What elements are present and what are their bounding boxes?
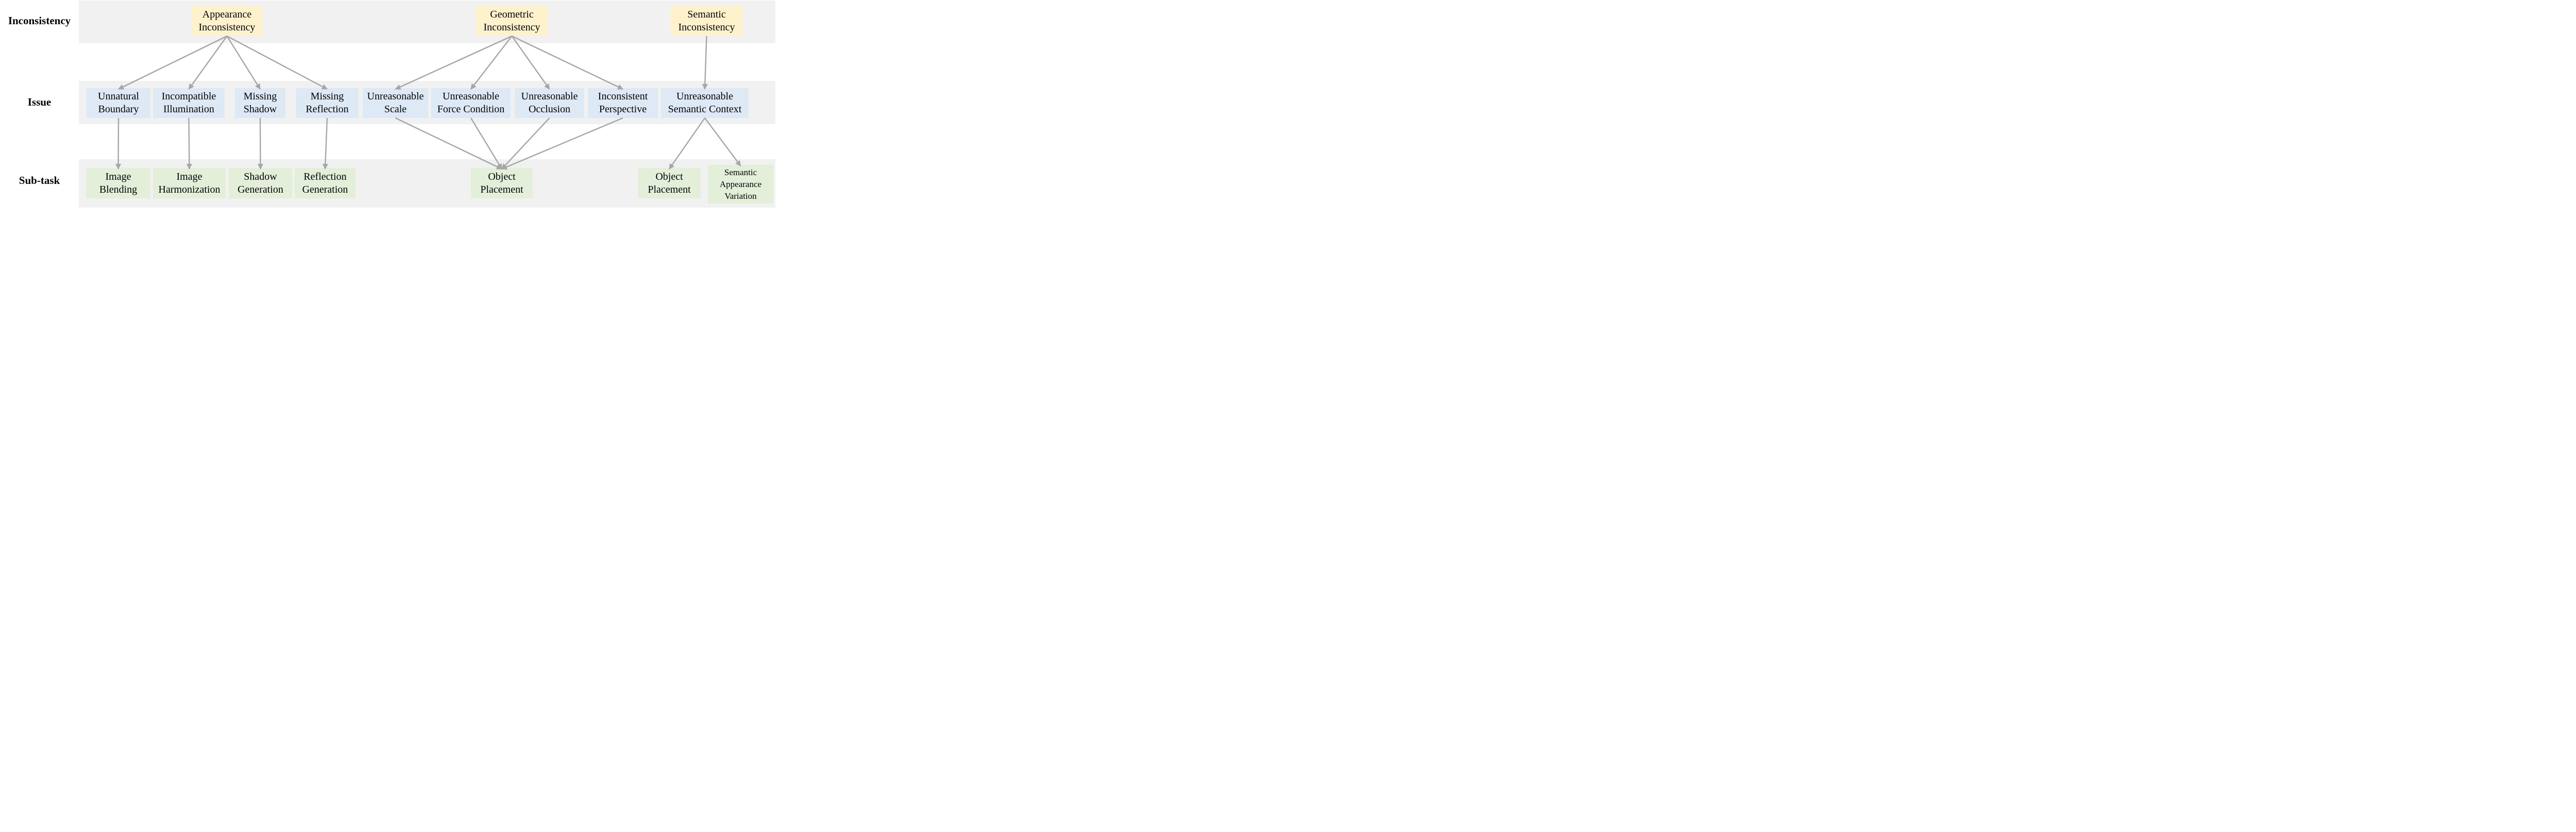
node-incompatible-illumination: Incompatible Illumination — [153, 88, 225, 118]
node-semantic-inconsistency: Semantic Inconsistency — [671, 6, 742, 36]
node-line: Incompatible — [161, 91, 216, 102]
node-unreasonable-semantic-context: Unreasonable Semantic Context — [661, 88, 749, 118]
node-line: Placement — [480, 183, 523, 195]
node-line: Boundary — [98, 104, 139, 115]
node-unreasonable-scale: Unreasonable Scale — [363, 88, 428, 118]
node-line: Appearance — [719, 179, 762, 189]
node-line: Force Condition — [437, 104, 505, 115]
node-line: Inconsistent — [598, 91, 648, 102]
node-line: Unreasonable — [676, 91, 733, 102]
node-line: Blending — [99, 183, 138, 195]
node-line: Unreasonable — [521, 91, 578, 102]
node-semantic-appearance-variation: Semantic Appearance Variation — [708, 165, 773, 203]
row-label-issue: Issue — [27, 96, 52, 108]
node-line: Generation — [302, 183, 348, 195]
node-line: Reflection — [306, 104, 349, 115]
node-line: Placement — [648, 183, 691, 195]
node-geometric-inconsistency: Geometric Inconsistency — [476, 6, 548, 36]
row-label-subtask: Sub-task — [19, 174, 60, 186]
node-line: Inconsistency — [678, 22, 735, 33]
node-line: Harmonization — [158, 183, 221, 195]
node-image-blending: Image Blending — [86, 168, 150, 198]
node-missing-shadow: Missing Shadow — [235, 88, 285, 118]
node-line: Semantic — [724, 167, 757, 177]
row-label-inconsistency: Inconsistency — [8, 14, 71, 27]
node-line: Semantic — [687, 9, 726, 20]
node-line: Occlusion — [528, 104, 571, 115]
node-line: Inconsistency — [198, 22, 256, 33]
node-unreasonable-force-condition: Unreasonable Force Condition — [431, 88, 511, 118]
node-line: Appearance — [202, 9, 252, 20]
node-unnatural-boundary: Unnatural Boundary — [87, 88, 150, 118]
node-line: Object — [655, 171, 683, 182]
node-line: Variation — [724, 191, 757, 201]
node-line: Scale — [384, 104, 407, 115]
node-line: Reflection — [303, 171, 347, 182]
node-line: Inconsistency — [483, 22, 540, 33]
node-line: Perspective — [599, 104, 647, 115]
node-reflection-generation: Reflection Generation — [295, 168, 355, 198]
node-inconsistent-perspective: Inconsistent Perspective — [588, 88, 658, 118]
node-line: Missing — [243, 91, 277, 102]
node-line: Unnatural — [98, 91, 139, 102]
node-line: Unreasonable — [367, 91, 424, 102]
node-line: Illumination — [163, 104, 214, 115]
taxonomy-diagram: Inconsistency Issue Sub-task Appearance … — [0, 0, 775, 208]
node-image-harmonization: Image Harmonization — [153, 168, 226, 198]
node-unreasonable-occlusion: Unreasonable Occlusion — [515, 88, 584, 118]
node-line: Image — [105, 171, 131, 182]
node-shadow-generation: Shadow Generation — [229, 168, 292, 198]
node-line: Geometric — [490, 9, 534, 20]
node-line: Unreasonable — [443, 91, 499, 102]
node-object-placement-2: Object Placement — [638, 168, 701, 198]
node-appearance-inconsistency: Appearance Inconsistency — [191, 6, 263, 36]
node-line: Object — [488, 171, 516, 182]
node-missing-reflection: Missing Reflection — [296, 88, 359, 118]
node-line: Generation — [238, 183, 283, 195]
node-object-placement-1: Object Placement — [471, 168, 533, 198]
node-line: Missing — [310, 91, 344, 102]
node-line: Image — [176, 171, 202, 182]
node-line: Shadow — [243, 104, 277, 115]
node-line: Shadow — [244, 171, 277, 182]
node-line: Semantic Context — [668, 104, 742, 115]
